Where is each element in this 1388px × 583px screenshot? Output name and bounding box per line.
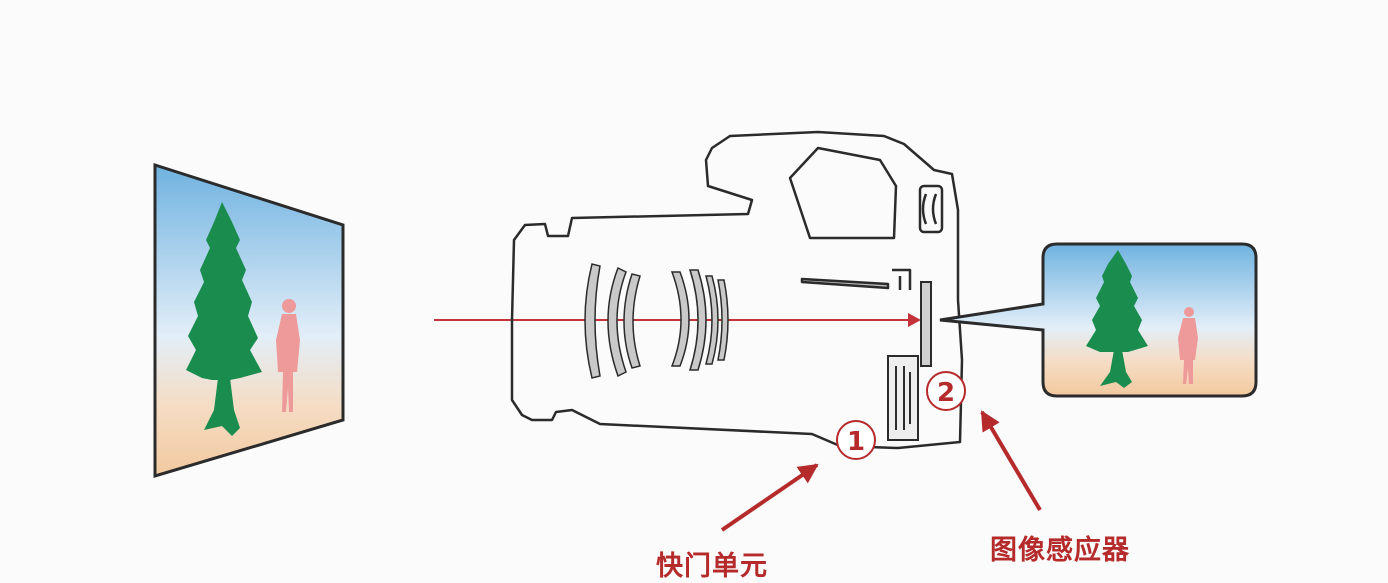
shutter-unit-label: 快门单元 [656,551,768,582]
output-image-bubble [939,242,1258,398]
shutter-pointer-arrow [720,463,819,532]
person-icon [276,299,300,412]
image-sensor [920,281,932,367]
sensor-pointer-arrow [980,410,1042,512]
scene-panel [153,162,345,479]
tree-icon [186,202,262,436]
callout-shutter: 1 [720,420,876,532]
shutter-unit [887,355,919,441]
person-icon [1178,307,1198,384]
camera-body [510,130,964,450]
callout-number-2: 2 [937,378,955,408]
tree-icon [1086,250,1148,388]
callout-sensor: 2 [926,371,1042,512]
lens-elements [584,263,729,379]
callout-number-1: 1 [847,427,865,457]
image-sensor-label: 图像感应器 [990,535,1130,566]
light-ray [434,313,921,327]
